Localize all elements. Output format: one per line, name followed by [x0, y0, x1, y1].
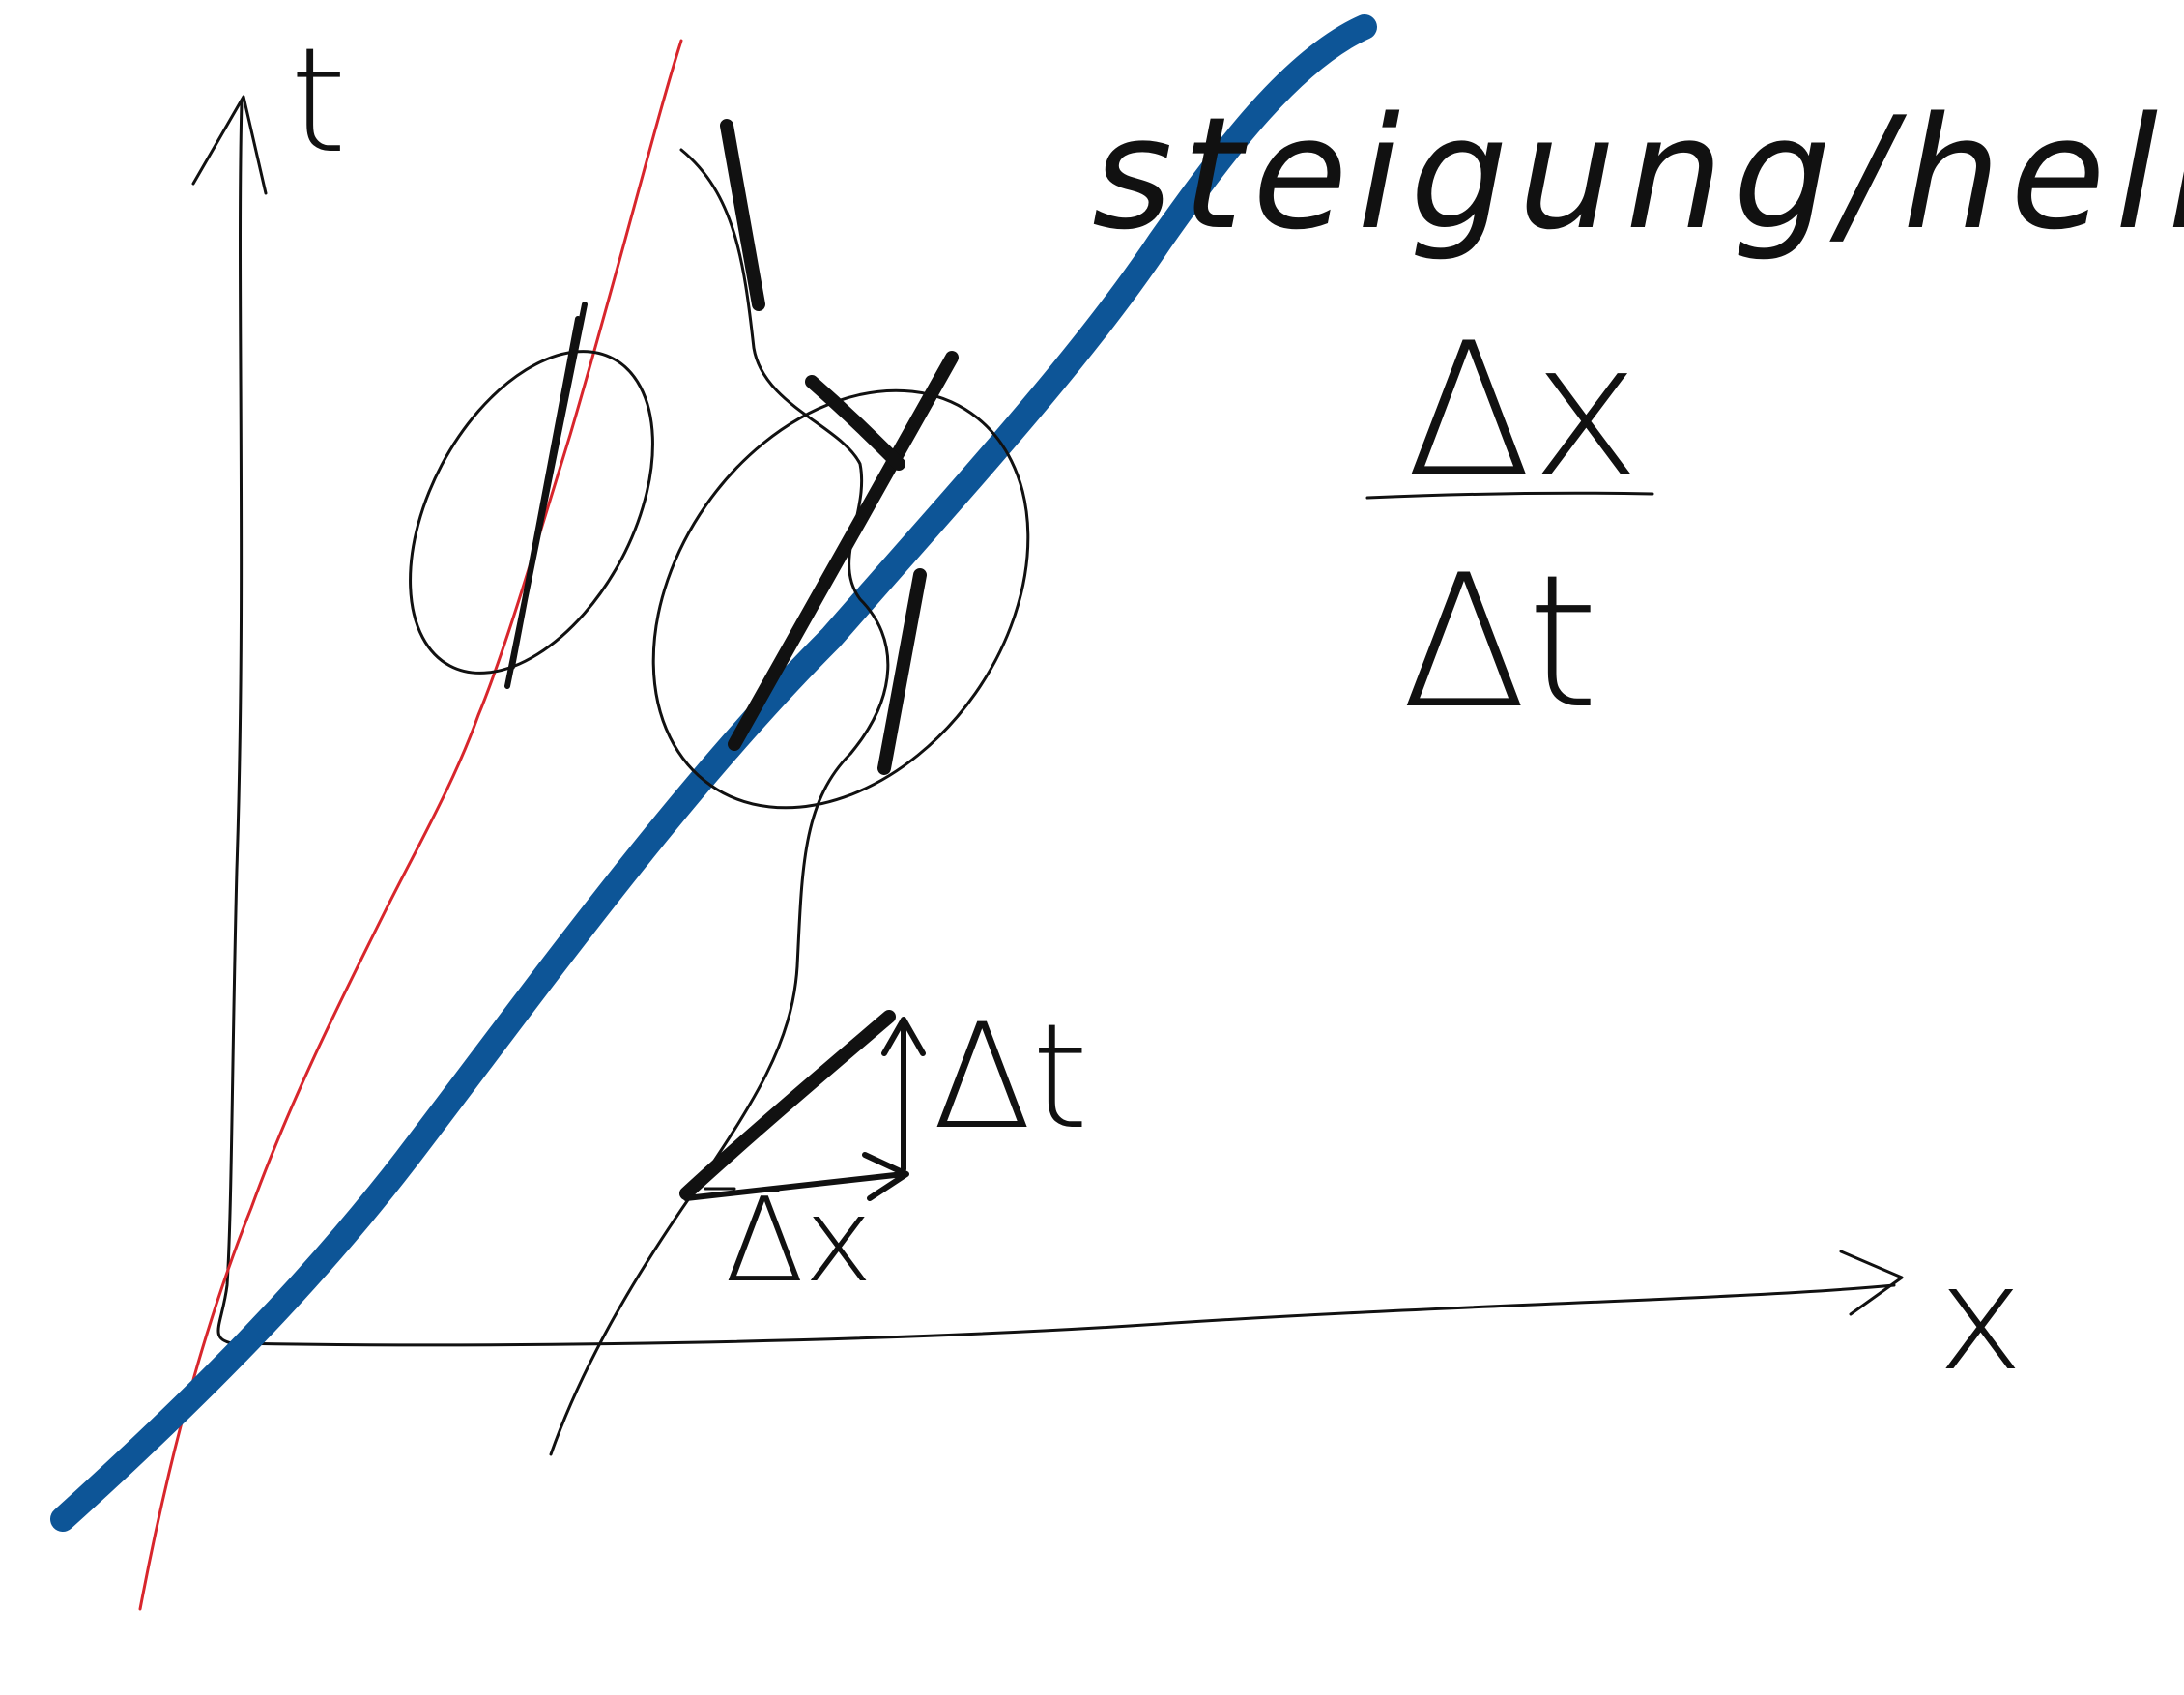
x-axis-arrowhead: [1839, 1250, 1904, 1316]
fraction-denominator: Δt: [1401, 535, 1599, 749]
right-bold-mark-upper: [805, 375, 905, 471]
top-bold-stroke: [720, 119, 765, 311]
blue-worldline: [50, 14, 1377, 1532]
x-axis: [230, 1283, 1896, 1347]
fraction-numerator: Δx: [1406, 303, 1641, 517]
x-axis-label: x: [1938, 1235, 2024, 1403]
t-axis: [216, 100, 244, 1345]
steigung-annotation: steigung/hellning: [1092, 83, 2184, 264]
right-bold-tangent: [728, 351, 959, 751]
triangle-dx-label: Δx: [725, 1174, 874, 1308]
right-ellipse: [651, 388, 1030, 810]
red-worldline: [138, 39, 683, 1611]
triangle-dx-arrow: [683, 1152, 909, 1201]
triangle-dt-arrow: [881, 1017, 926, 1172]
t-axis-arrowhead: [191, 95, 268, 195]
t-axis-label: t: [290, 17, 347, 186]
right-bold-mark-lower: [877, 568, 927, 775]
triangle-dt-label: Δt: [933, 993, 1089, 1162]
fraction-bar: [1365, 491, 1654, 500]
left-ellipse: [409, 350, 654, 675]
left-bold-tangent: [504, 302, 588, 689]
triangle-dashes: [704, 1187, 780, 1192]
triangle-hypotenuse: [679, 1010, 896, 1200]
